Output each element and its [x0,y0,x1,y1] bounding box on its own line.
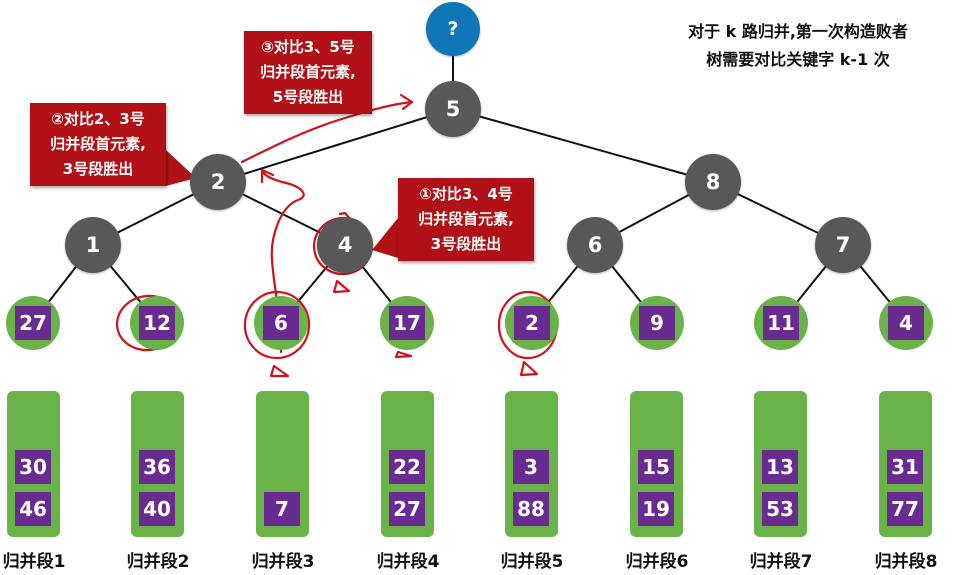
merge-segment-3: 7 [256,391,309,537]
segment-value: 77 [887,492,923,526]
leaf-node-3: 6 [254,296,308,350]
tree-node-6: 6 [567,217,623,273]
merge-segment-6: 15 19 [630,391,683,537]
merge-segment-1: 30 46 [7,391,60,537]
segment-label-1: 归并段1 [2,552,66,572]
callout-compare-2-3: ②对比2、3号 归并段首元素, 3号段胜出 [30,103,166,186]
segment-label-6: 归并段6 [625,552,689,572]
segment-value: 3 [513,450,549,484]
arrow-node2-to-node5 [240,100,414,164]
segment-value: 36 [139,450,175,484]
leaf3-triangle-mark [269,364,290,378]
leaf-node-6: 9 [630,296,684,350]
segment-value: 30 [15,450,51,484]
segment-label-2: 归并段2 [126,552,190,572]
root-node: ? [426,2,480,56]
leaf-node-2: 12 [130,296,184,350]
segment-value: 7 [264,492,300,526]
leaf4-triangle-mark [394,350,413,359]
leaf-node-4: 17 [380,296,434,350]
callout-line: 3号段胜出 [62,160,134,178]
tree-node-4: 4 [317,217,373,273]
segment-value: 53 [762,492,798,526]
leaf-node-8: 4 [879,296,933,350]
leaf-value-3: 6 [263,306,299,340]
segment-value: 40 [139,492,175,526]
tree-node-2: 2 [190,154,246,210]
callout-compare-3-5: ③对比3、5号 归并段首元素, 5号段胜出 [244,31,372,114]
callout-line: 归并段首元素, [418,210,514,228]
segment-value: 27 [389,492,425,526]
merge-segment-4: 22 27 [381,391,434,537]
callout-line: 5号段胜出 [272,88,344,106]
edge-5-8 [452,108,714,183]
note-line: 树需要对比关键字 k-1 次 [706,50,890,69]
segment-label-8: 归并段8 [874,552,938,572]
merge-segment-8: 31 77 [879,391,932,537]
leaf-value-1: 27 [15,306,51,340]
node4-triangle-mark [332,279,351,294]
segment-value: 46 [15,492,51,526]
leaf5-triangle-mark [519,360,539,377]
merge-segment-2: 36 40 [131,391,184,537]
callout-line: 3号段胜出 [430,235,502,253]
tree-node-1: 1 [65,217,121,273]
segment-label-7: 归并段7 [749,552,813,572]
leaf3-circle-mark [243,290,311,360]
callout-line: 归并段首元素, [50,135,146,153]
leaf-node-5: 2 [505,296,559,350]
leaf-value-5: 2 [514,306,550,340]
k-way-merge-note: 对于 k 路归并,第一次构造败者 树需要对比关键字 k-1 次 [648,18,948,74]
tree-node-8: 8 [685,154,741,210]
tree-node-5: 5 [425,81,481,137]
callout-line: ①对比3、4号 [419,185,513,203]
segment-value: 22 [389,450,425,484]
arrow-leaf3-to-node2-head [260,168,275,184]
note-line: 对于 k 路归并,第一次构造败者 [688,22,908,41]
segment-value: 15 [638,450,674,484]
leaf-value-8: 4 [888,306,924,340]
arrow-leaf3-to-node2 [260,168,305,354]
leaf-value-6: 9 [639,306,675,340]
leaf-node-7: 11 [754,296,808,350]
merge-segment-5: 3 88 [505,391,558,537]
merge-segment-7: 13 53 [754,391,807,537]
callout-line: 归并段首元素, [260,63,356,81]
callout-line: ②对比2、3号 [51,110,145,128]
leaf-value-7: 11 [763,306,799,340]
segment-label-4: 归并段4 [376,552,440,572]
segment-value: 13 [762,450,798,484]
segment-value: 19 [638,492,674,526]
callout1-pointer [372,218,398,258]
segment-label-3: 归并段3 [251,552,315,572]
edge-5-2 [217,108,454,183]
segment-value: 31 [887,450,923,484]
callout2-pointer [166,150,196,186]
segment-label-5: 归并段5 [500,552,564,572]
leaf-node-1: 27 [6,296,60,350]
arrow-node2-to-node5-head [399,93,414,111]
leaf-value-4: 17 [389,306,425,340]
tree-node-7: 7 [815,217,871,273]
callout-line: ③对比3、5号 [261,38,355,56]
callout-compare-3-4: ①对比3、4号 归并段首元素, 3号段胜出 [398,178,534,261]
leaf-value-2: 12 [139,306,175,340]
segment-value: 88 [513,492,549,526]
